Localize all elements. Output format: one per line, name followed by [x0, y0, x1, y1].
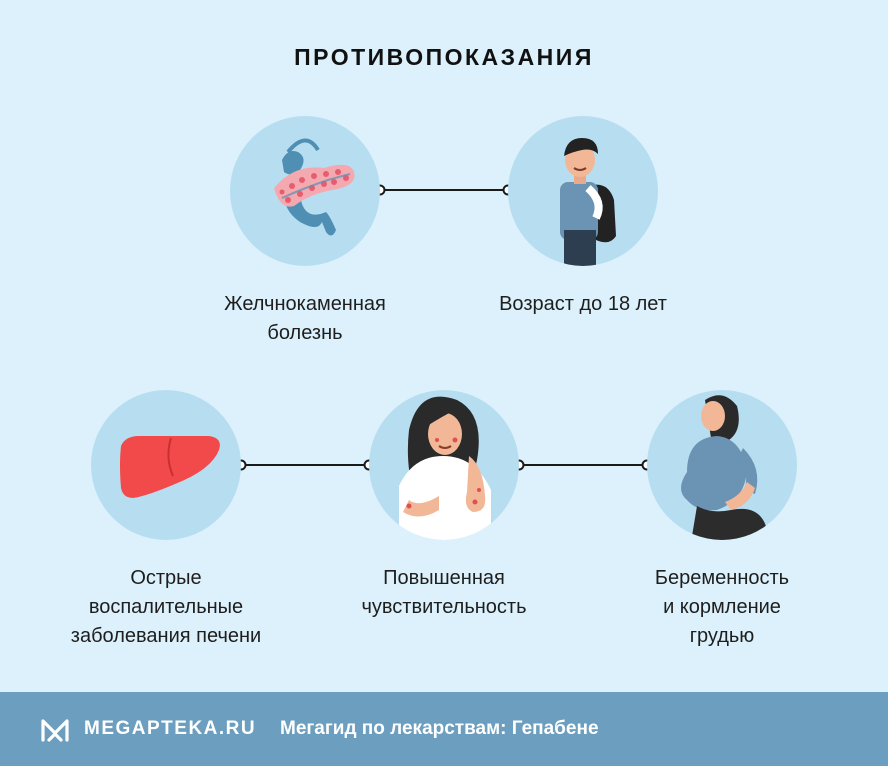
caption-sensitivity: Повышенная чувствительность: [361, 567, 527, 618]
liver-icon: [120, 436, 220, 498]
child-with-backpack-icon: [560, 138, 616, 266]
footer-subtitle: Мегагид по лекарствам: Гепабене: [280, 718, 599, 739]
megapteka-logo-icon: [41, 719, 69, 742]
logo-text[interactable]: MEGAPTEKA.RU: [84, 718, 257, 739]
page-title: ПРОТИВОПОКАЗАНИЯ: [294, 44, 594, 70]
pregnant-woman-icon: [681, 395, 767, 540]
caption-age: Возраст до 18 лет: [499, 293, 667, 315]
pancreas-icon: [274, 138, 355, 236]
caption-gallstone: Желчнокаменная болезнь: [224, 293, 386, 344]
child-icon-circle: [508, 116, 658, 266]
footer-bar: MEGAPTEKA.RU Мегагид по лекарствам: Гепа…: [0, 692, 888, 766]
pancreas-icon-circle: [230, 116, 380, 266]
caption-pregnancy: Беременность и кормление грудью: [654, 567, 790, 647]
rash-icon-circle: [369, 390, 519, 540]
woman-with-rash-icon: [399, 396, 491, 540]
pregnant-icon-circle: [647, 390, 797, 540]
liver-icon-circle: [91, 390, 241, 540]
caption-liver-disease: Острые воспалительные заболевания печени: [70, 567, 262, 647]
